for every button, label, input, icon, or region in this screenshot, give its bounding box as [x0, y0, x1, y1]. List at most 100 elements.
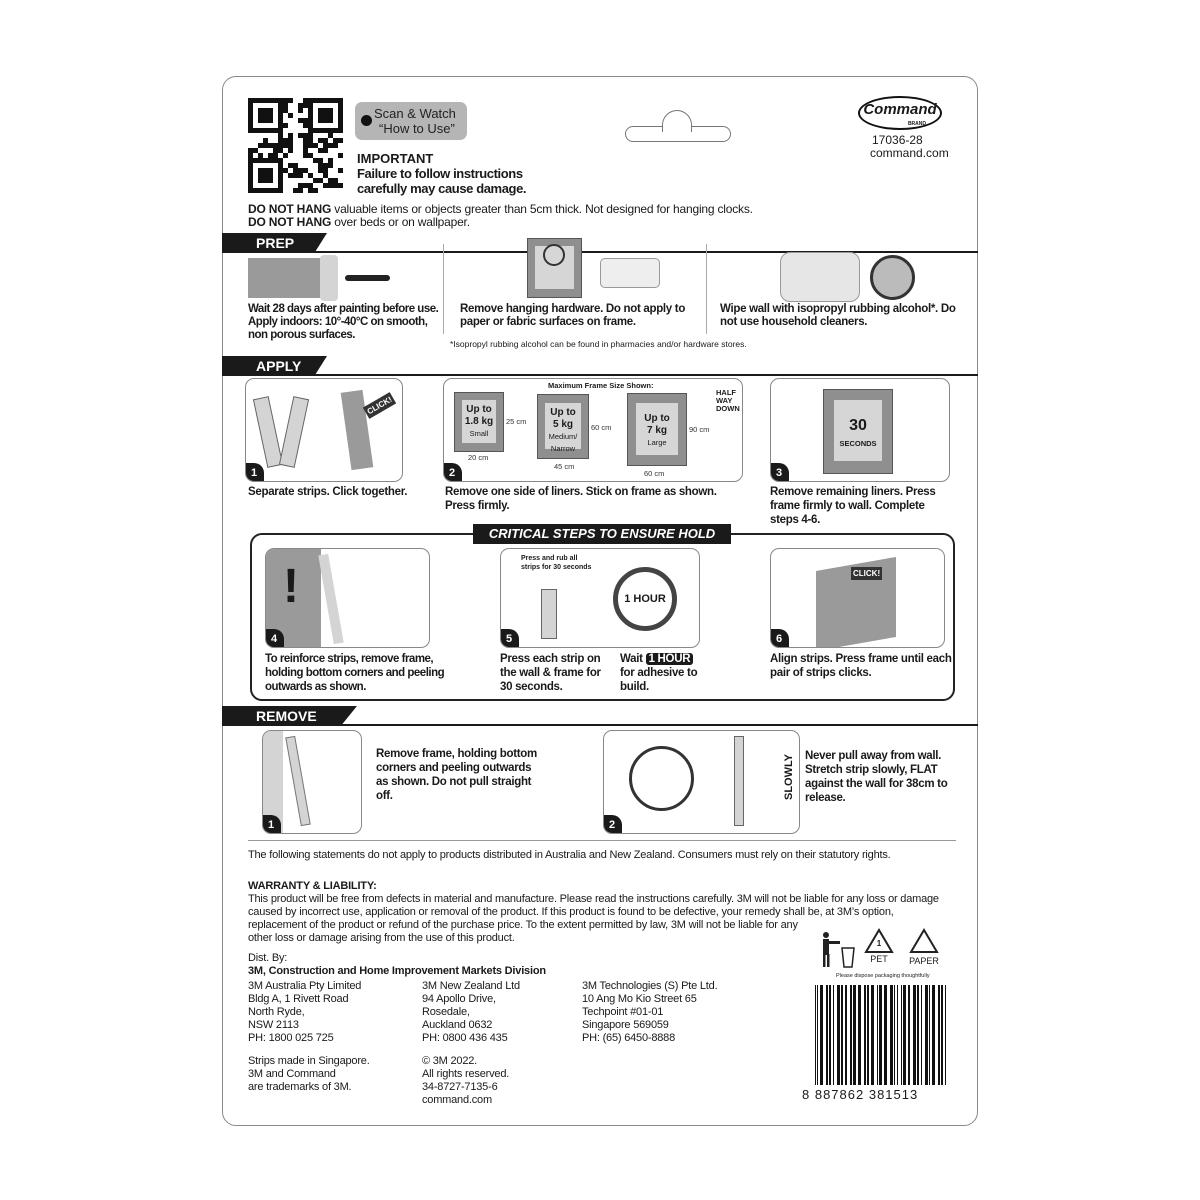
warning-text: over beds or on wallpaper.	[331, 215, 470, 229]
address-line: Rosedale,	[422, 1006, 470, 1018]
strip-icon	[734, 736, 744, 826]
seconds-label: SECONDS	[839, 438, 877, 448]
important-title: IMPORTANT	[357, 151, 434, 166]
warning-bold: DO NOT HANG	[248, 215, 332, 229]
brand-sub: BRAND	[907, 121, 926, 127]
apply-banner: APPLY	[222, 356, 327, 376]
recycle-bin-icon	[823, 932, 855, 968]
frame-size-label: Medium/ Narrow	[548, 431, 578, 453]
warning-text: valuable items or objects greater than 5…	[331, 202, 753, 216]
warning-bold: DO NOT HANG	[248, 202, 332, 216]
remove-banner: REMOVE	[222, 706, 357, 726]
address-line: 3M Technologies (S) Pte Ltd.	[582, 980, 718, 992]
frame-weight: 5 kg	[552, 418, 573, 430]
note-line: Strips made in Singapore.	[248, 1055, 370, 1067]
frame-size-heading: Maximum Frame Size Shown:	[548, 381, 654, 390]
product-code: 17036-28	[872, 133, 923, 147]
step-number: 6	[771, 629, 789, 647]
apply-step-1: Separate strips. Click together.	[248, 486, 408, 498]
no-cleaner-icon	[870, 255, 915, 300]
prep-step-2: Remove hanging hardware. Do not apply to…	[460, 303, 686, 328]
barcode-bar	[858, 985, 861, 1085]
note-line: 3M and Command	[248, 1068, 336, 1080]
barcode-bar	[884, 985, 887, 1085]
strip-icon	[318, 553, 344, 645]
critical-step-5: Press each strip on the wall & frame for…	[500, 653, 601, 693]
pet-label: PET	[870, 954, 888, 964]
barcode-bar	[945, 985, 946, 1085]
hardware-icon	[600, 258, 660, 288]
scan-label-1: Scan & Watch	[374, 106, 456, 121]
apply-step-3: Remove remaining liners. Press frame fir…	[770, 486, 936, 526]
paint-roller-icon	[320, 255, 338, 301]
warranty-block: This product will be free from defects i…	[248, 893, 953, 959]
wait-text: Wait	[620, 653, 646, 665]
barcode-bar	[903, 985, 906, 1085]
footer-divider	[248, 840, 956, 841]
strip-icon	[285, 735, 311, 827]
wall-icon	[263, 731, 283, 833]
qr-code[interactable]	[248, 98, 343, 193]
barcode-bar	[877, 985, 878, 1085]
command-logo: Command BRAND	[858, 96, 942, 130]
strip-pair-icon	[340, 389, 374, 471]
address-line: Singapore 569059	[582, 1019, 669, 1031]
barcode-bar	[833, 985, 834, 1085]
barcode-bar	[850, 985, 852, 1085]
wait-text: for adhesive to build.	[620, 667, 698, 693]
barcode-bar	[890, 985, 893, 1085]
address-line: 3M Australia Pty Limited	[248, 980, 362, 992]
prep-step-1: Wait 28 days after painting before use. …	[248, 303, 439, 341]
play-icon	[361, 115, 372, 126]
critical-step-4-image: ! 4	[265, 548, 430, 648]
prep-footnote: *Isopropyl rubbing alcohol can be found …	[450, 339, 747, 349]
apply-divider	[222, 374, 978, 376]
strip-icon	[278, 396, 310, 468]
paper-label: PAPER	[909, 956, 939, 966]
barcode	[815, 985, 948, 1085]
address-line: Auckland 0632	[422, 1019, 493, 1031]
disclaimer: The following statements do not apply to…	[248, 849, 891, 861]
remove-step-2-image: SLOWLY 2	[603, 730, 800, 834]
address-line: North Ryde,	[248, 1006, 305, 1018]
critical-step-6-image: CLICK! 6	[770, 548, 945, 648]
scan-watch-button[interactable]: Scan & Watch “How to Use”	[355, 102, 467, 140]
remove-step-1: Remove frame, holding bottom corners and…	[376, 748, 537, 802]
barcode-bar	[826, 985, 828, 1085]
seconds-value: 30	[849, 416, 867, 434]
clock-label: 1 HOUR	[624, 593, 666, 605]
apply-step-2: Remove one side of liners. Stick on fram…	[445, 486, 717, 512]
barcode-bar	[817, 985, 818, 1085]
step-number: 4	[266, 629, 284, 647]
barcode-bar	[853, 985, 856, 1085]
address-line: NSW 2113	[248, 1019, 299, 1031]
remove-step-1-image: 1	[262, 730, 362, 834]
step-number: 2	[604, 815, 622, 833]
prep-step-3: Wipe wall with isopropyl rubbing alcohol…	[720, 303, 956, 328]
wait-badge: 1 HOUR	[645, 653, 694, 665]
website: command.com	[870, 146, 949, 160]
note-line: © 3M 2022.	[422, 1055, 478, 1067]
frame-size-label: Small	[469, 428, 489, 438]
barcode-bar	[894, 985, 895, 1085]
dispose-note: Please dispose packaging thoughtfully	[836, 973, 930, 979]
clock-icon: 1 HOUR	[613, 567, 677, 631]
pet-recycle-icon: 1 PET	[862, 928, 896, 964]
address-line: 10 Ang Mo Kio Street 65	[582, 993, 697, 1005]
barcode-bar	[938, 985, 940, 1085]
barcode-bar	[829, 985, 831, 1085]
frame-weight: 1.8 kg	[464, 415, 494, 427]
warning-2: DO NOT HANG over beds or on wallpaper.	[248, 216, 470, 229]
apply-step-1-image: CLICK! 1	[245, 378, 403, 482]
barcode-number: 8 887862 381513	[802, 1087, 919, 1102]
barcode-bar	[815, 985, 816, 1085]
no-pull-icon	[629, 746, 694, 811]
click-label: CLICK!	[851, 567, 883, 580]
important-line-2: carefully may cause damage.	[357, 181, 527, 196]
frame-weight: Up to	[466, 403, 492, 415]
address-line: Bldg A, 1 Rivett Road	[248, 993, 349, 1005]
scan-label-2: “How to Use”	[379, 121, 455, 136]
